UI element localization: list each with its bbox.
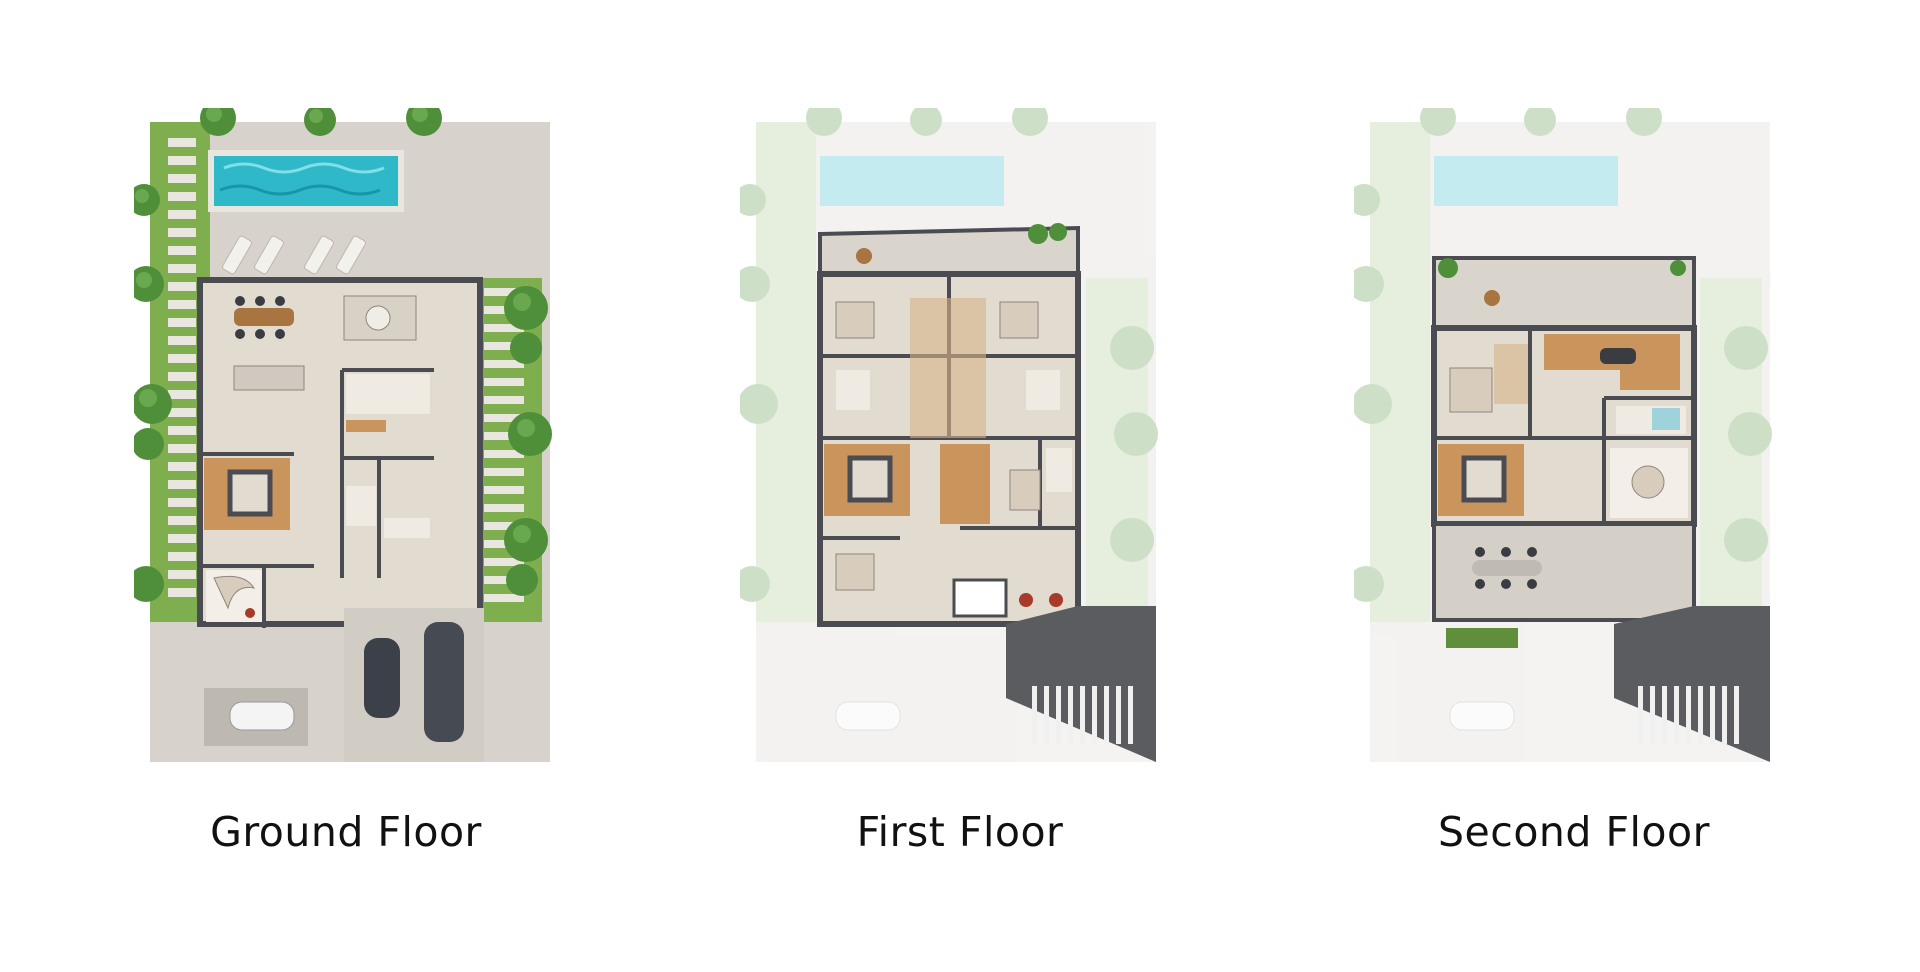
- sun-loungers: [222, 235, 366, 275]
- bathroom: [836, 370, 870, 410]
- first-floor-drawing: [740, 108, 1158, 762]
- first-floor-label: First Floor: [856, 808, 1064, 856]
- maid-room: [346, 486, 376, 526]
- ground-floor-label: Ground Floor: [210, 808, 482, 856]
- pool-ripple: [219, 184, 381, 196]
- planter-box: [1446, 628, 1518, 648]
- stepping-pavers-right: [484, 288, 524, 602]
- kitchen: [346, 374, 430, 414]
- bathroom: [1046, 448, 1072, 492]
- driveway-ramp: [1614, 606, 1770, 762]
- stair-core: [227, 469, 273, 517]
- ramp-stripes: [1638, 686, 1739, 744]
- first-floor-plan: [740, 108, 1160, 774]
- ground-floor-drawing: [134, 108, 552, 762]
- coffee-table: [365, 305, 391, 331]
- terrace-planters: [1438, 258, 1686, 278]
- second-floor-label: Second Floor: [1438, 808, 1710, 856]
- bed: [999, 301, 1039, 339]
- outdoor-chairs: [1475, 547, 1537, 589]
- interior-walls: [1434, 328, 1694, 524]
- armchairs: [1019, 593, 1063, 607]
- bathroom: [1026, 370, 1060, 410]
- dining-chairs: [235, 296, 285, 339]
- stair-core: [847, 455, 893, 503]
- roof-terrace: [1432, 256, 1696, 330]
- bathtub: [1652, 408, 1680, 430]
- stepping-pavers-left: [168, 138, 196, 597]
- bed: [1009, 469, 1041, 511]
- master-bed: [1449, 367, 1493, 413]
- kitchen-counter: [346, 420, 386, 432]
- dining-terrace: [1432, 522, 1696, 622]
- curved-sofa: [213, 575, 256, 610]
- bed: [835, 553, 875, 591]
- terrace-table: [1484, 290, 1500, 306]
- terrace-table: [856, 248, 872, 264]
- kitchen-island: [233, 365, 305, 391]
- round-sofa: [1631, 465, 1665, 499]
- second-floor-plan: [1354, 108, 1774, 774]
- car: [229, 701, 295, 731]
- car: [364, 638, 400, 718]
- ramp-stripes: [1032, 686, 1133, 744]
- stair-core: [1461, 455, 1507, 503]
- outdoor-table: [1472, 560, 1542, 576]
- second-floor-drawing: [1354, 108, 1772, 762]
- bay-window: [952, 578, 1008, 618]
- bed: [835, 301, 875, 339]
- pool-ripple: [223, 162, 385, 174]
- tree-highlights: [135, 108, 535, 543]
- car: [424, 622, 464, 742]
- ground-floor-plan: [134, 108, 554, 774]
- accent-chair: [245, 608, 255, 618]
- interior-walls: [200, 368, 434, 628]
- dressing-island: [1600, 348, 1636, 364]
- parquet-floor: [1494, 344, 1528, 404]
- dining-table: [234, 308, 294, 326]
- parquet-hall: [910, 298, 986, 438]
- laundry: [384, 518, 430, 538]
- terrace-planter: [1028, 223, 1067, 244]
- parquet-hall: [940, 444, 990, 524]
